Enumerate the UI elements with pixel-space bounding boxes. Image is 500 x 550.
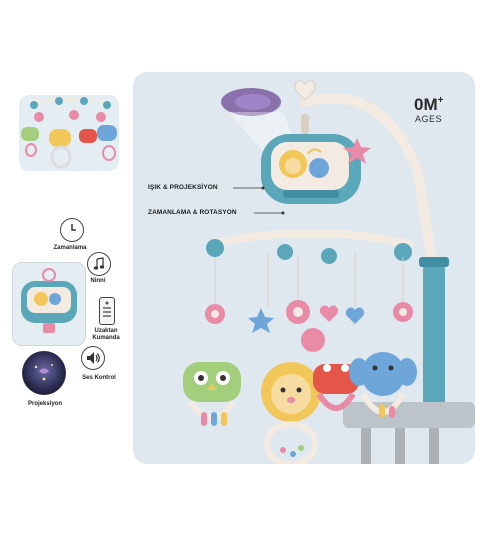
thumbnail-music-box: [12, 262, 86, 346]
age-unit: AGES: [415, 114, 443, 124]
star-projection-icon: [34, 364, 53, 381]
mini-music-box-illustration: [21, 268, 77, 333]
feature-label-timer: Zamanlama: [53, 245, 87, 251]
speaker-icon: [81, 346, 105, 370]
mini-mobile-illustration: [21, 97, 117, 169]
callout-timer-rotation: ZAMANLAMA & ROTASYON: [148, 209, 237, 216]
thumbnail-mobile-preview: [19, 95, 119, 171]
product-image-panel: [133, 72, 475, 467]
crib-mobile-illustration: [183, 80, 475, 467]
age-plus: +: [437, 95, 444, 106]
music-note-icon: [87, 252, 111, 276]
age-value: 0M: [414, 95, 438, 114]
feature-label-sound: Ses Kontrol: [82, 375, 116, 381]
remote-control-icon: [99, 297, 115, 325]
feature-label-remote: Uzaktan Kumanda: [92, 328, 120, 341]
projection-preview: [22, 351, 66, 395]
feature-label-lullaby: Ninni: [90, 278, 106, 284]
callout-light-projection: IŞIK & PROJEKSİYON: [148, 184, 218, 191]
age-badge: 0M+ AGES: [414, 95, 443, 124]
clock-icon: [60, 218, 84, 242]
feature-label-projection: Projeksiyon: [27, 401, 62, 407]
